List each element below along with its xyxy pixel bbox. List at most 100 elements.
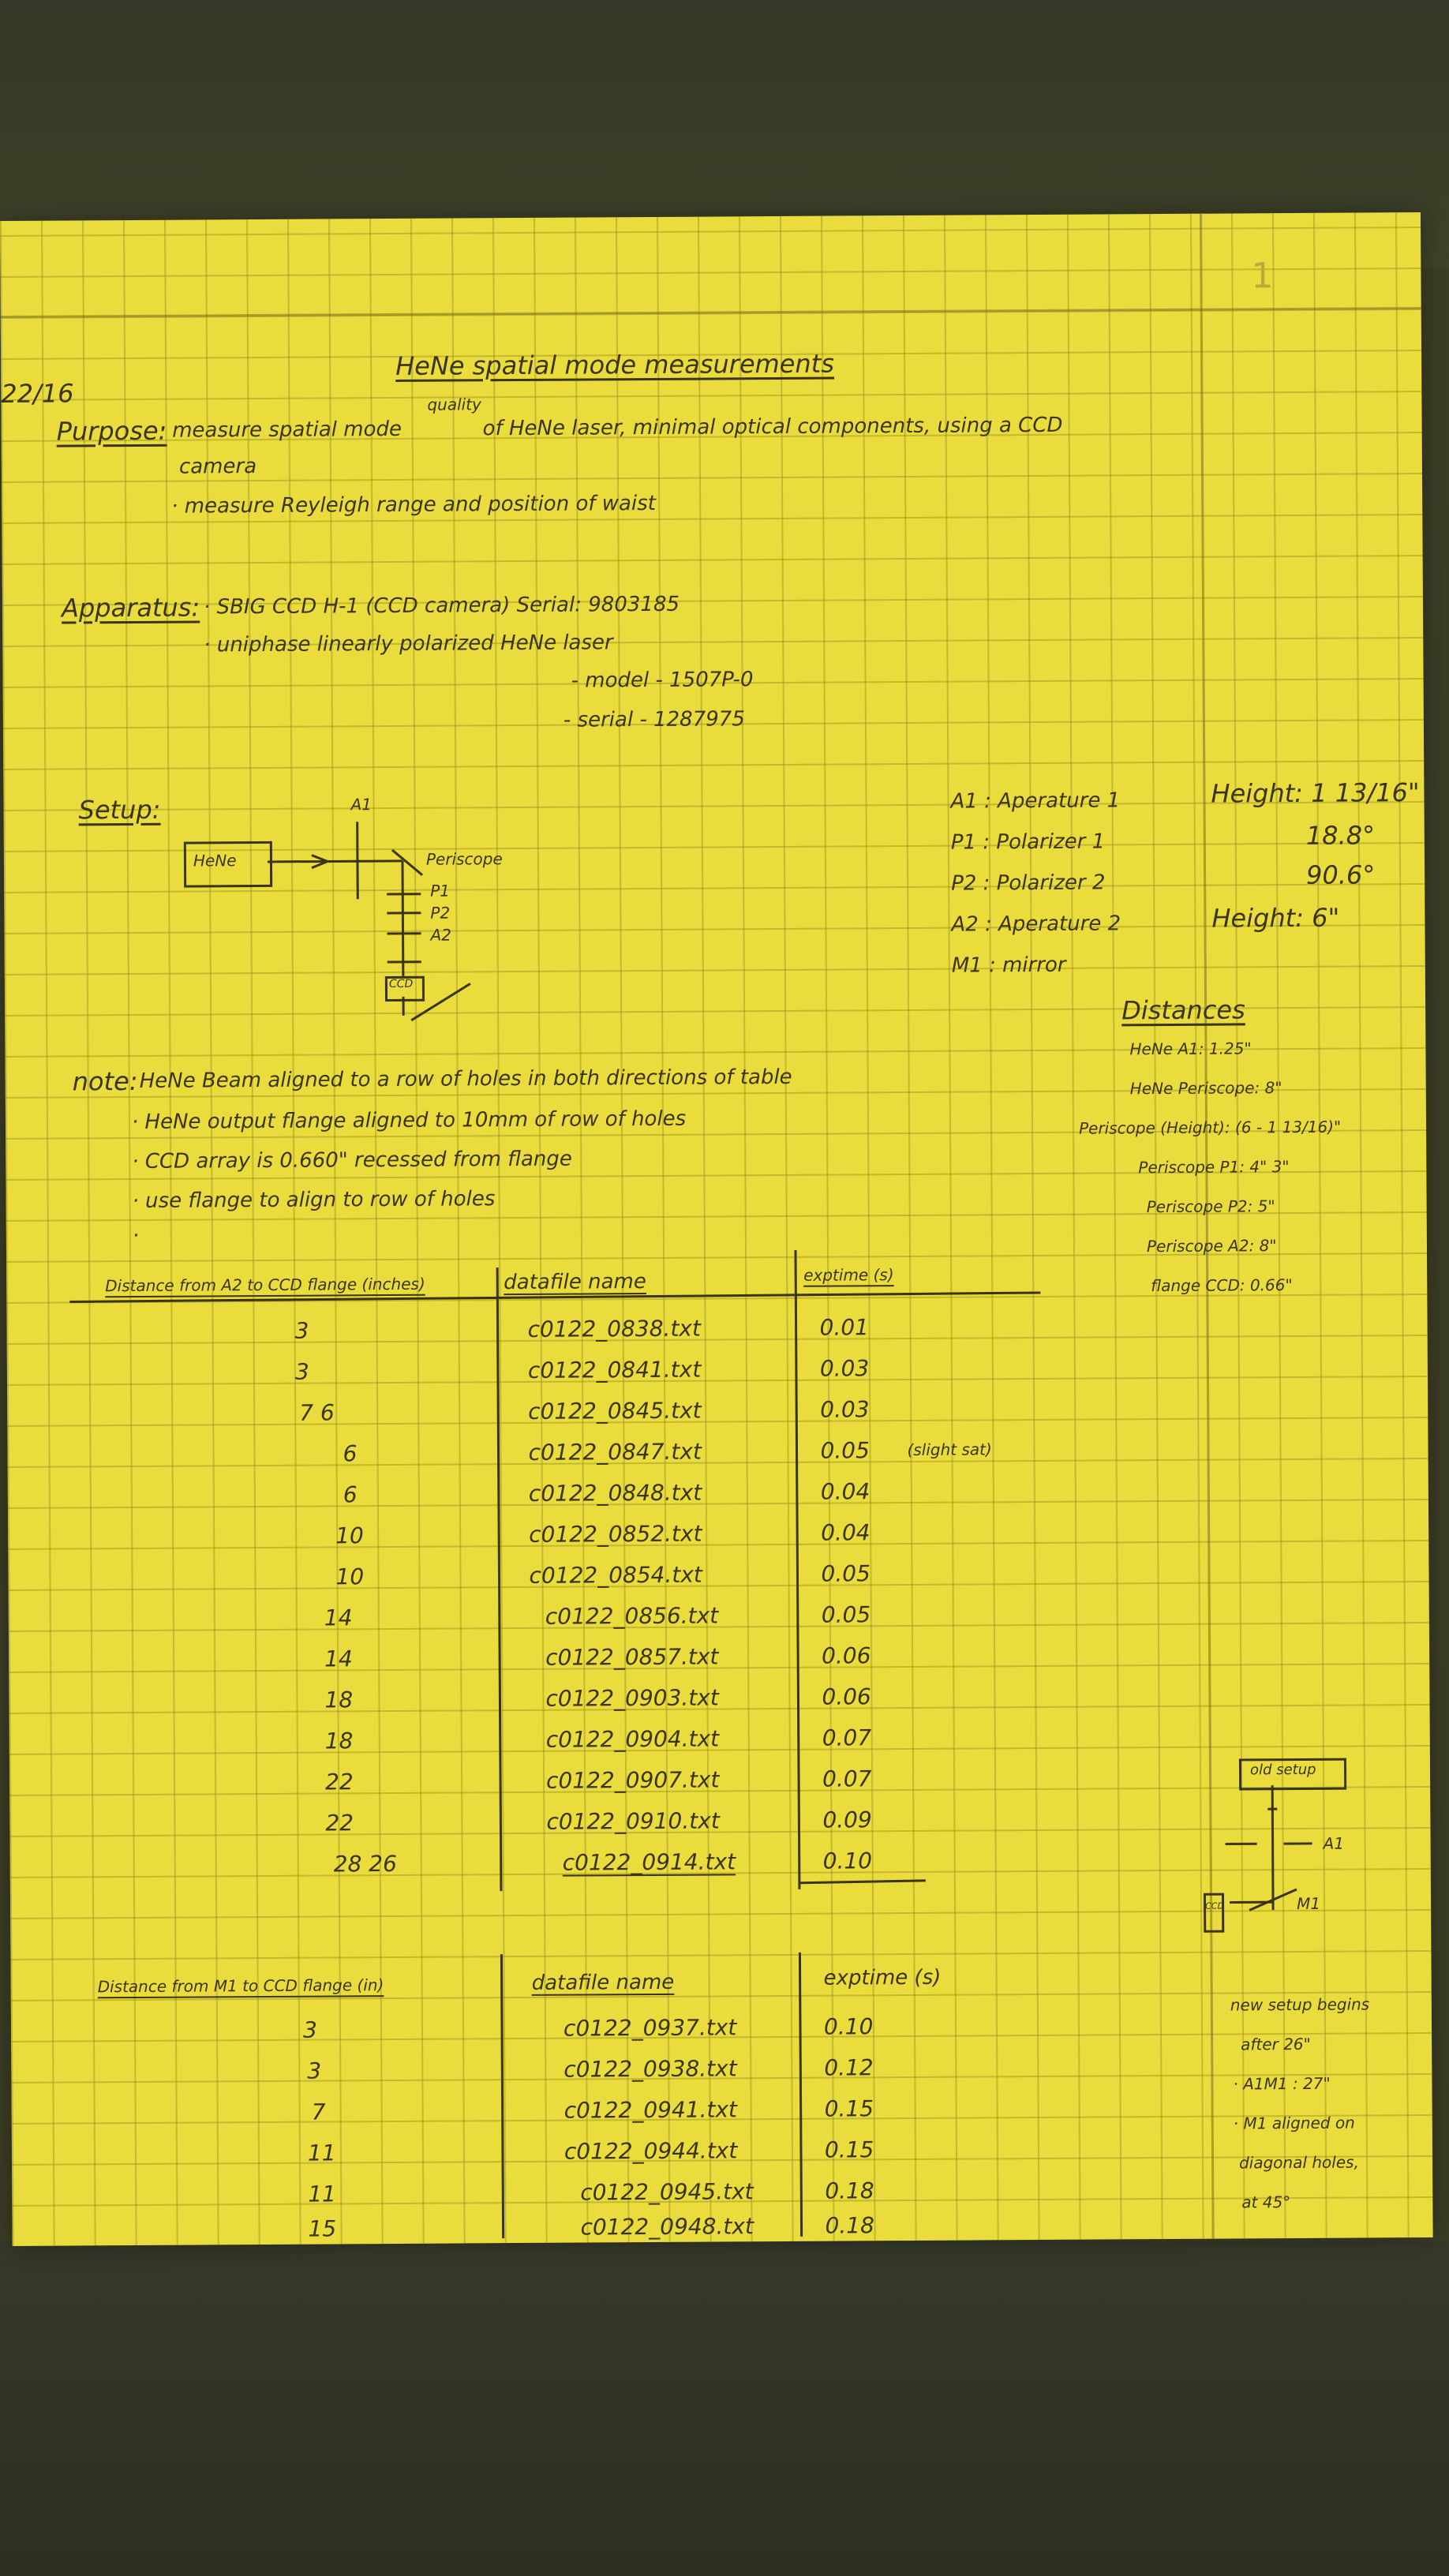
table2-header-file: datafile name — [531, 1970, 675, 1995]
exptime-cell: 0.01 — [819, 1314, 870, 1341]
laser-label: HeNe — [193, 851, 237, 871]
ccd-label: CCD — [388, 977, 414, 991]
apparatus-line-1: · SBIG CCD H-1 (CCD camera) Serial: 9803… — [203, 592, 680, 620]
distance-item: Periscope P1: 4" 3" — [1138, 1157, 1290, 1178]
distance-cell: 3 — [294, 1358, 309, 1385]
height-value: Height: 6" — [1211, 902, 1340, 934]
table2-header-distance: Distance from M1 to CCD flange (in) — [97, 1975, 384, 1997]
height-value: 18.8° — [1305, 820, 1376, 851]
old-setup-label: old setup — [1249, 1761, 1316, 1779]
page-title: HeNe spatial mode measurements — [395, 348, 835, 381]
saturation-note: (slight sat) — [907, 1440, 992, 1460]
filename-cell: c0122_0937.txt — [563, 2014, 737, 2042]
exptime-cell: 0.09 — [822, 1807, 872, 1833]
exptime-cell: 0.05 — [821, 1601, 871, 1628]
distance-cell: 22 — [324, 1769, 354, 1795]
exptime-cell: 0.05 — [820, 1437, 870, 1464]
setup-label: Setup: — [78, 794, 161, 826]
distance-cell: 6 — [343, 1440, 358, 1467]
purpose-line-3: · measure Reyleigh range and position of… — [171, 491, 656, 519]
notebook-page: 1 22/16 HeNe spatial mode measurements P… — [0, 212, 1433, 2246]
polarizer-1-label: P1 — [430, 881, 451, 900]
filename-cell: c0122_0910.txt — [546, 1807, 720, 1835]
entry-date: 22/16 — [1, 378, 74, 409]
exptime-cell: 0.18 — [825, 2177, 874, 2204]
periscope-label: Periscope — [425, 849, 503, 869]
apparatus-line-3: - model - 1507P-0 — [571, 668, 754, 693]
height-value: Height: 1 13/16" — [1211, 777, 1420, 809]
purpose-line-1b: of HeNe laser, minimal optical component… — [482, 413, 1063, 441]
note-line-3: · CCD array is 0.660" recessed from flan… — [132, 1147, 572, 1174]
filename-cell: c0122_0945.txt — [580, 2178, 754, 2206]
distance-cell: 18 — [324, 1687, 354, 1713]
old-setup-a1: A1 — [1323, 1833, 1345, 1853]
distance-cell: 18 — [324, 1728, 354, 1754]
exptime-cell: 0.03 — [819, 1355, 870, 1382]
distance-cell: 3 — [294, 1317, 309, 1344]
exptime-cell: 0.05 — [821, 1560, 871, 1587]
exptime-cell: 0.10 — [822, 1848, 873, 1874]
filename-cell: c0122_0941.txt — [564, 2096, 738, 2124]
distance-cell: 10 — [335, 1522, 364, 1549]
exptime-cell: 0.04 — [821, 1519, 871, 1546]
distance-cell: 10 — [335, 1563, 365, 1590]
height-value: 90.6° — [1305, 859, 1376, 890]
exptime-cell: 0.15 — [824, 2136, 874, 2163]
old-setup-ccd-label: CCD — [1205, 1900, 1224, 1911]
setup-diagram-lines — [267, 822, 471, 1022]
filename-cell: c0122_0852.txt — [529, 1520, 702, 1548]
filename-cell: c0122_0903.txt — [545, 1684, 719, 1712]
side-note: at 45° — [1241, 2192, 1291, 2212]
note-line-2: · HeNe output flange aligned to 10mm of … — [131, 1106, 687, 1135]
table2-header-exptime: exptime (s) — [823, 1965, 942, 1990]
filename-cell: c0122_0856.txt — [545, 1602, 719, 1630]
filename-cell: c0122_0848.txt — [528, 1479, 702, 1507]
side-note: diagonal holes, — [1238, 2152, 1359, 2173]
exptime-cell: 0.10 — [823, 2013, 874, 2040]
table1-header-distance: Distance from A2 to CCD flange (inches) — [105, 1274, 425, 1296]
distance-cell: 7 6 — [299, 1399, 335, 1426]
filename-cell: c0122_0938.txt — [564, 2055, 737, 2083]
desk-background-bottom — [0, 2241, 1449, 2576]
note-line-5: · — [132, 1223, 140, 1248]
filename-cell: c0122_0847.txt — [528, 1438, 702, 1466]
margin-line — [1199, 213, 1215, 2239]
apparatus-label: Apparatus: — [61, 592, 200, 623]
exptime-cell: 0.06 — [822, 1683, 871, 1710]
purpose-insert: quality — [427, 395, 481, 414]
distance-cell: 15 — [308, 2215, 337, 2242]
distance-cell: 3 — [307, 2057, 322, 2084]
side-note: · M1 aligned on — [1233, 2113, 1355, 2133]
distance-item: HeNe A1: 1.25" — [1129, 1039, 1252, 1059]
distance-cell: 7 — [311, 2099, 326, 2125]
filename-cell: c0122_0838.txt — [527, 1315, 702, 1342]
exptime-cell: 0.07 — [822, 1765, 872, 1792]
filename-cell: c0122_0907.txt — [545, 1766, 720, 1794]
header-line — [0, 307, 1421, 318]
filename-cell: c0122_0944.txt — [564, 2137, 738, 2165]
polarizer-2-label: P2 — [430, 903, 451, 923]
filename-cell: c0122_0845.txt — [528, 1397, 702, 1425]
distance-cell: 3 — [302, 2016, 317, 2043]
side-note: after 26" — [1241, 2034, 1311, 2054]
old-setup-ccd-box — [1203, 1893, 1225, 1933]
table1-header-file: datafile name — [504, 1270, 646, 1295]
distance-cell: 28 26 — [333, 1850, 397, 1878]
table1-rules — [69, 1249, 1041, 1892]
apparatus-line-2: · uniphase linearly polarized HeNe laser — [204, 631, 613, 657]
distance-item: HeNe Periscope: 8" — [1129, 1078, 1282, 1099]
side-note: new setup begins — [1230, 1994, 1370, 2015]
side-note: · A1M1 : 27" — [1233, 2073, 1331, 2094]
purpose-line-1: · measure spatial mode — [159, 417, 402, 443]
distance-cell: 14 — [324, 1646, 353, 1672]
distance-cell: 14 — [324, 1604, 353, 1631]
apparatus-line-4: - serial - 1287975 — [563, 707, 745, 732]
table1-header-exptime: exptime (s) — [803, 1265, 894, 1285]
exptime-cell: 0.04 — [820, 1478, 871, 1505]
distance-item: flange CCD: 0.66" — [1151, 1275, 1293, 1296]
legend-item: A1 : Aperature 1 — [950, 788, 1121, 814]
distance-item: Periscope P2: 5" — [1146, 1196, 1275, 1217]
distance-cell: 22 — [325, 1810, 354, 1837]
exptime-cell: 0.06 — [822, 1642, 871, 1669]
distance-cell: 6 — [343, 1481, 358, 1508]
